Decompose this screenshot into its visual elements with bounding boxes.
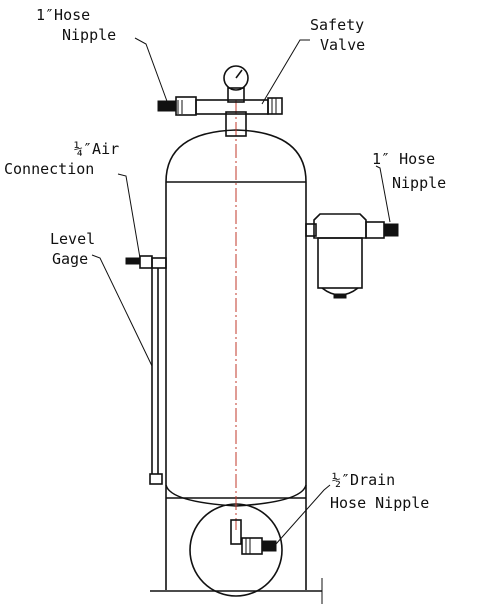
label-level-gage: Level — [50, 230, 95, 248]
air-connection-fitting — [125, 255, 167, 269]
label-air-connection-2: Connection — [4, 160, 94, 178]
label-drain-2: Hose Nipple — [330, 494, 429, 512]
label-safety-valve: Safety — [310, 16, 364, 34]
filter-assembly — [305, 213, 399, 299]
drain-hose-nipple — [230, 519, 277, 555]
level-gage — [149, 268, 163, 485]
top-manifold — [157, 65, 283, 137]
tank-vessel — [165, 129, 307, 507]
label-level-gage-2: Gage — [52, 250, 88, 268]
pressure-gauge-icon — [223, 65, 249, 91]
label-hose-nipple-right-2: Nipple — [392, 174, 446, 192]
label-drain: ½″Drain — [332, 471, 395, 489]
leader-lines — [91, 37, 391, 545]
label-hose-nipple-top-2: Nipple — [62, 26, 116, 44]
label-air-connection: ¼″Air — [74, 140, 119, 158]
label-hose-nipple-top: 1″Hose — [36, 6, 90, 24]
label-hose-nipple-right: 1″ Hose — [372, 150, 435, 168]
label-safety-valve-2: Valve — [320, 36, 365, 54]
